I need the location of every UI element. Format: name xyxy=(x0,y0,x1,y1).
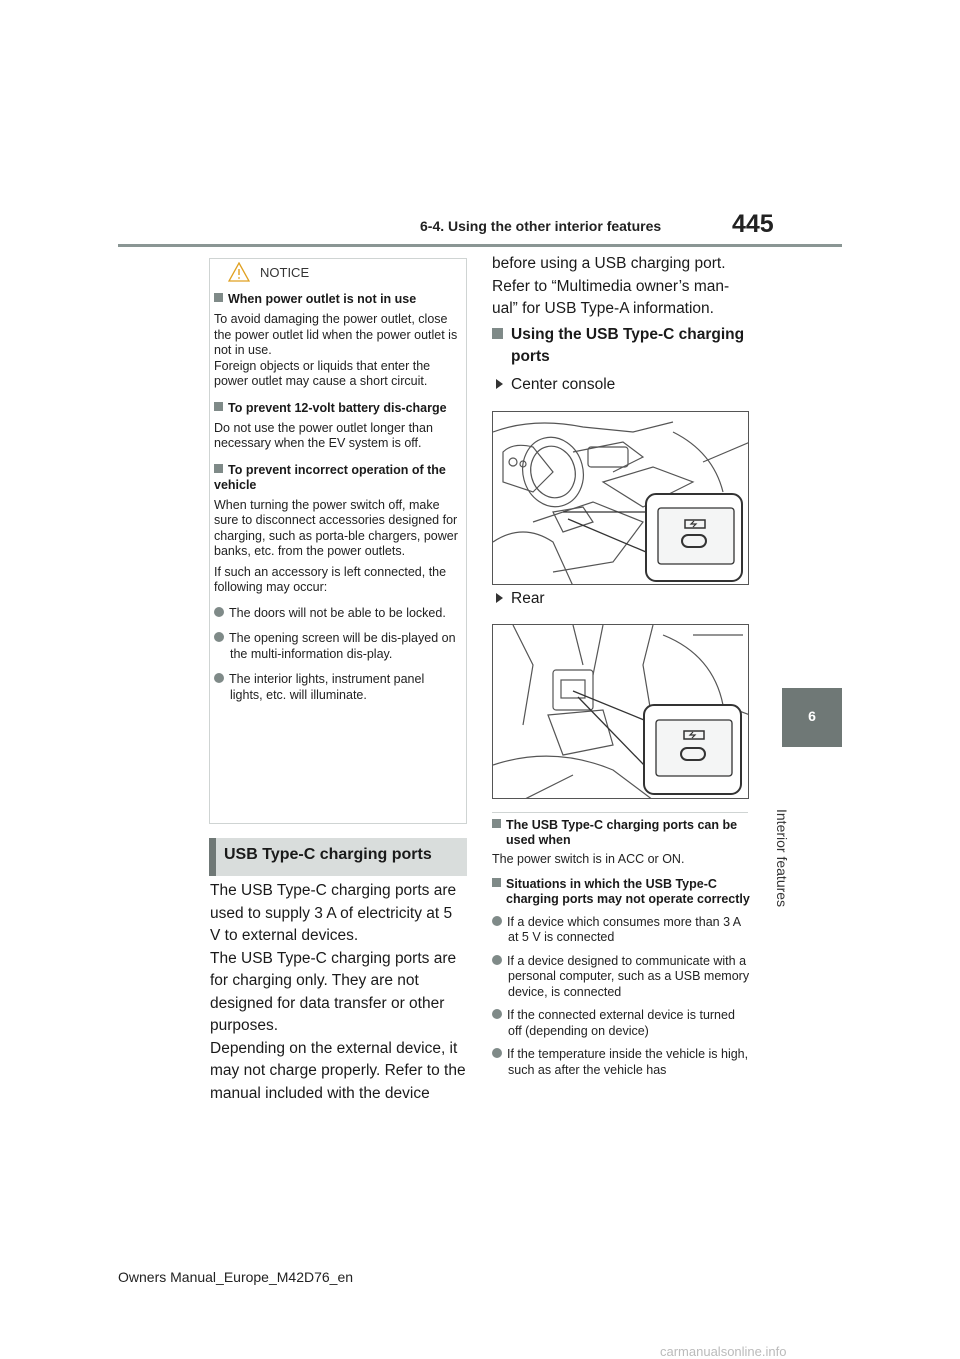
chapter-tab xyxy=(782,688,842,747)
notice-title: NOTICE xyxy=(260,265,310,280)
body-paragraph: before using a USB charging port. Refer … xyxy=(492,255,730,317)
note-bullet: If the temperature inside the vehicle is… xyxy=(492,1047,750,1078)
notice-bullet: The interior lights, instrument panel li… xyxy=(214,672,460,703)
chapter-label: Interior features xyxy=(774,809,790,908)
notice-item-heading: To prevent incorrect operation of the ve… xyxy=(214,462,446,492)
rear-illustration xyxy=(492,624,749,799)
center-console-illustration xyxy=(492,411,749,585)
warning-icon xyxy=(227,261,251,287)
footer-text: Owners Manual_Europe_M42D76_en xyxy=(118,1269,354,1285)
subsection-heading: Using the USB Type-C charging ports xyxy=(492,324,761,368)
section-heading: USB Type-C charging ports xyxy=(224,846,432,863)
page-number: 445 xyxy=(732,210,774,238)
chapter-number: 6 xyxy=(808,708,816,724)
notes-rule xyxy=(492,812,748,813)
note-heading: The USB Type-C charging ports can be use… xyxy=(492,818,750,848)
body-paragraph: Depending on the external device, it may… xyxy=(210,1039,466,1102)
note-bullet: If a device designed to communicate with… xyxy=(492,954,750,1001)
notice-item-heading: To prevent 12-volt battery dis-charge xyxy=(214,401,460,416)
location-label-rear: Rear xyxy=(496,588,545,611)
note-text: The power switch is in ACC or ON. xyxy=(492,852,685,866)
center-console-drawing xyxy=(493,421,748,584)
notice-item-text: If such an accessory is left connected, … xyxy=(214,564,447,595)
chapter-label-wrap: Interior features xyxy=(770,809,792,907)
notice-box xyxy=(209,258,467,824)
section-title: 6-4. Using the other interior features xyxy=(420,218,662,234)
note-bullet: If the connected external device is turn… xyxy=(492,1008,750,1039)
notice-item-heading: When power outlet is not in use xyxy=(214,292,460,307)
body-paragraph: The USB Type-C charging ports are used t… xyxy=(210,882,457,944)
section-heading-bar xyxy=(209,838,216,876)
left-body: The USB Type-C charging ports are used t… xyxy=(210,880,466,1105)
rear-drawing xyxy=(493,625,748,798)
notes: The USB Type-C charging ports can be use… xyxy=(492,818,750,1078)
location-label-center-console: Center console xyxy=(496,374,615,397)
note-bullet: If a device which consumes more than 3 A… xyxy=(492,915,750,946)
notice-item-text: To avoid damaging the power outlet, clos… xyxy=(214,312,458,357)
notice-item-text: Foreign objects or liquids that enter th… xyxy=(214,358,431,389)
section-heading-box xyxy=(209,838,467,876)
header-rule xyxy=(118,244,842,247)
notice-item-text: Do not use the power outlet longer than … xyxy=(214,420,433,451)
notice-bullet: The opening screen will be dis-played on… xyxy=(214,631,460,662)
body-paragraph: The USB Type-C charging ports are for ch… xyxy=(210,949,457,1035)
note-heading: Situations in which the USB Type-C charg… xyxy=(492,877,750,907)
notice-item-text: When turning the power switch off, make … xyxy=(214,497,458,559)
watermark: carmanualsonline.info xyxy=(660,1344,787,1359)
notice-bullet: The doors will not be able to be locked. xyxy=(214,606,460,622)
notice-content: When power outlet is not in use To avoid… xyxy=(214,292,460,703)
